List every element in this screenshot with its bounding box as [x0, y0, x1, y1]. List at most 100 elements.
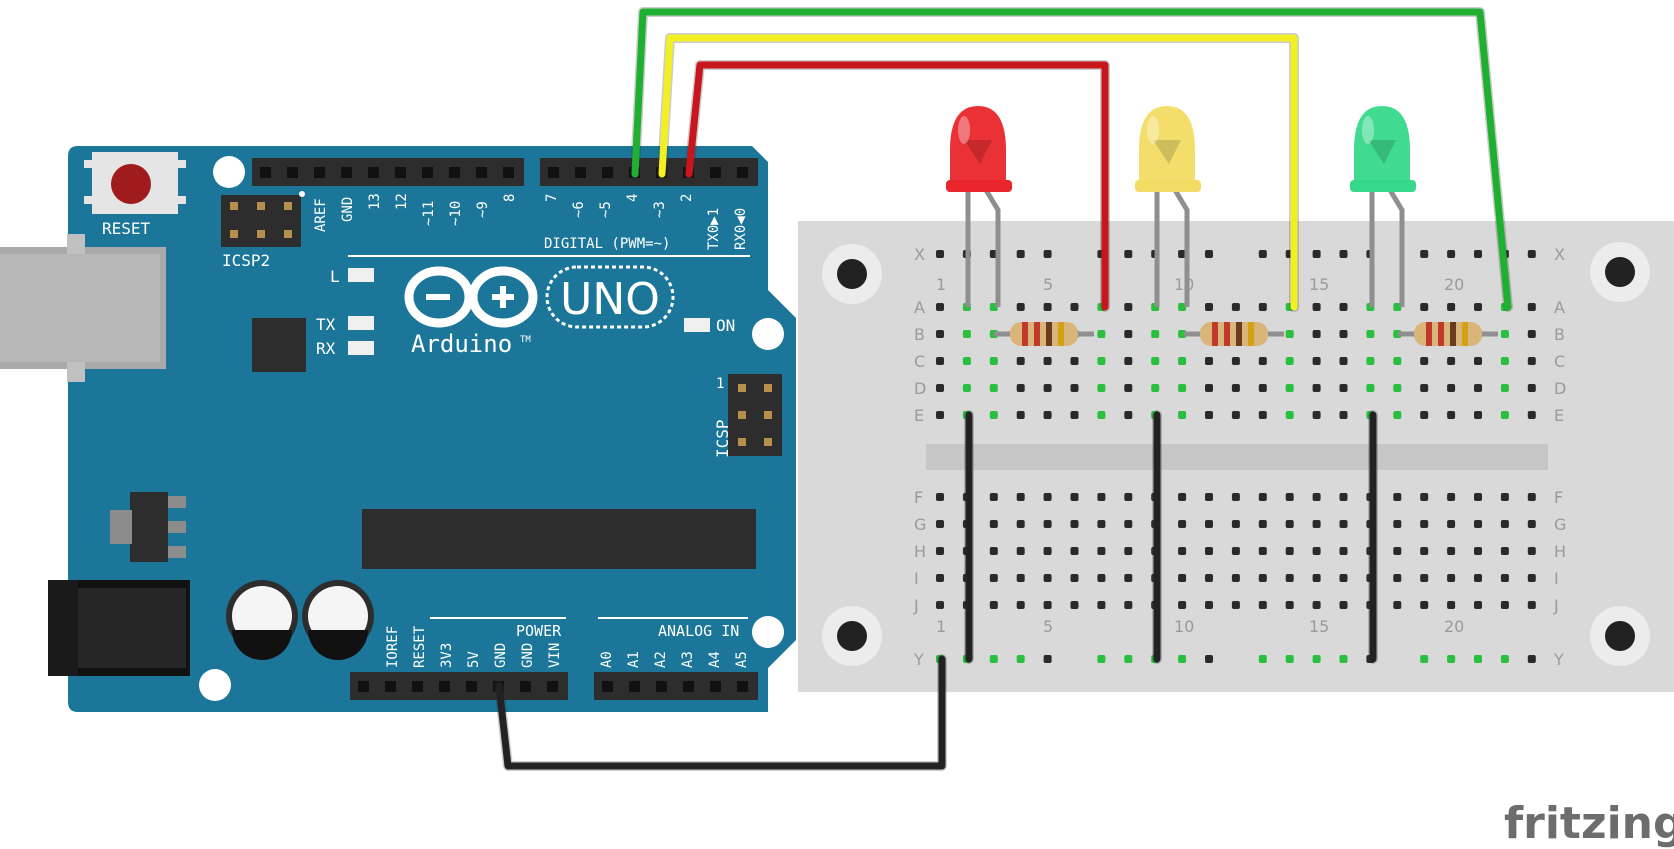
breadboard-hole	[1312, 411, 1321, 419]
breadboard-hole	[1285, 601, 1294, 609]
breadboard-hole	[1178, 250, 1187, 258]
row-label-j: J	[913, 596, 919, 615]
breadboard-hole	[1124, 493, 1133, 501]
breadboard-hole	[1527, 547, 1536, 555]
col-number-15: 15	[1309, 617, 1329, 636]
breadboard-hole	[1527, 601, 1536, 609]
row-label-j: J	[1553, 596, 1559, 615]
breadboard-hole	[1258, 384, 1267, 392]
green-led	[1350, 106, 1416, 307]
row-label-h: H	[1554, 542, 1566, 561]
breadboard-hole	[1474, 520, 1482, 528]
digital-header-label: DIGITAL (PWM=~)	[544, 236, 670, 252]
black-wire	[495, 655, 946, 770]
breadboard-hole	[1097, 574, 1106, 582]
power-header	[350, 672, 568, 700]
breadboard-hole	[1043, 493, 1052, 501]
breadboard-hole	[936, 520, 944, 528]
led-rim	[946, 180, 1012, 192]
header-pin	[412, 681, 423, 692]
breadboard-hole	[1043, 411, 1052, 419]
red-wire	[685, 61, 1109, 311]
breadboard-hole	[1124, 411, 1133, 419]
reset-label: RESET	[102, 219, 151, 238]
breadboard-hole	[1258, 520, 1267, 528]
header-pin	[737, 681, 748, 692]
breadboard-hole	[1124, 303, 1133, 311]
breadboard-hole	[1016, 384, 1025, 392]
usb-port-body	[0, 254, 160, 362]
header-pin	[368, 167, 379, 178]
led-rx-label: RX	[316, 339, 336, 358]
breadboard-hole	[1205, 520, 1213, 528]
breadboard-hole	[1258, 574, 1267, 582]
breadboard-hole	[1231, 357, 1240, 365]
breadboard-hole	[1016, 655, 1025, 663]
breadboard-hole	[1447, 601, 1456, 609]
breadboard-hole	[1016, 357, 1025, 365]
reset-button[interactable]	[84, 152, 186, 214]
breadboard-hole	[1312, 250, 1321, 258]
breadboard-hole	[1366, 384, 1375, 392]
breadboard-hole	[1205, 411, 1213, 419]
breadboard-hole	[1178, 574, 1187, 582]
breadboard-hole	[1312, 574, 1321, 582]
col-number-10: 10	[1174, 617, 1194, 636]
digital-header-right	[540, 158, 758, 186]
breadboard-hole	[1420, 411, 1429, 419]
breadboard-hole	[1447, 655, 1456, 663]
breadboard-hole	[1339, 601, 1348, 609]
trademark: TM	[520, 335, 531, 345]
header-pin	[476, 167, 487, 178]
breadboard-channel	[926, 444, 1548, 470]
breadboard-hole	[1393, 411, 1402, 419]
breadboard-hole	[1366, 357, 1375, 365]
pin-label-a4: A4	[707, 651, 723, 668]
breadboard-hole	[1339, 411, 1348, 419]
breadboard-hole	[1124, 601, 1133, 609]
header-pin	[602, 167, 613, 178]
breadboard-hole	[1500, 574, 1509, 582]
breadboard-hole	[1124, 574, 1133, 582]
breadboard-hole	[1474, 384, 1482, 392]
breadboard-hole	[1447, 357, 1456, 365]
breadboard-hole	[1043, 357, 1052, 365]
breadboard-hole	[1420, 250, 1429, 258]
breadboard-hole	[989, 574, 998, 582]
breadboard-hole	[1474, 574, 1482, 582]
breadboard-hole	[1231, 384, 1240, 392]
breadboard-hole	[1231, 547, 1240, 555]
breadboard-hole	[1016, 547, 1025, 555]
breadboard-hole	[1312, 547, 1321, 555]
led-leg	[1387, 188, 1405, 307]
header-pin	[260, 167, 271, 178]
green-wire	[631, 8, 1512, 311]
pin1-marker	[299, 191, 305, 197]
breadboard-hole	[1043, 520, 1052, 528]
pin-label-tx: TX0▶1	[706, 208, 722, 250]
breadboard-hole	[1393, 303, 1402, 311]
breadboard-hole	[1447, 547, 1456, 555]
breadboard-hole	[936, 574, 944, 582]
breadboard-row-labels: X A B C D E F G H I J Y X A B C D E F G …	[913, 245, 1566, 669]
breadboard-hole	[1447, 574, 1456, 582]
icsp-pin1-label: 1	[716, 376, 724, 392]
analog-label: ANALOG IN	[658, 622, 739, 640]
header-pin	[449, 167, 460, 178]
resistors	[994, 322, 1498, 346]
breadboard-hole	[1420, 303, 1429, 311]
header-strip	[594, 672, 758, 700]
breadboard-hole	[1151, 330, 1160, 338]
header-pin	[629, 681, 640, 692]
breadboard-hole	[1420, 547, 1429, 555]
resistor-band	[1462, 322, 1468, 346]
breadboard-hole	[1474, 601, 1482, 609]
breadboard-hole	[1070, 574, 1079, 582]
pin-label-12: 12	[394, 193, 410, 210]
breadboard-hole	[1231, 574, 1240, 582]
breadboard-hole	[1231, 303, 1240, 311]
pin-label-13: 13	[367, 193, 383, 210]
pin-label-gnd: GND	[340, 197, 356, 222]
row-label-e: E	[1554, 406, 1564, 425]
pin-label-3: ~3	[652, 201, 668, 218]
